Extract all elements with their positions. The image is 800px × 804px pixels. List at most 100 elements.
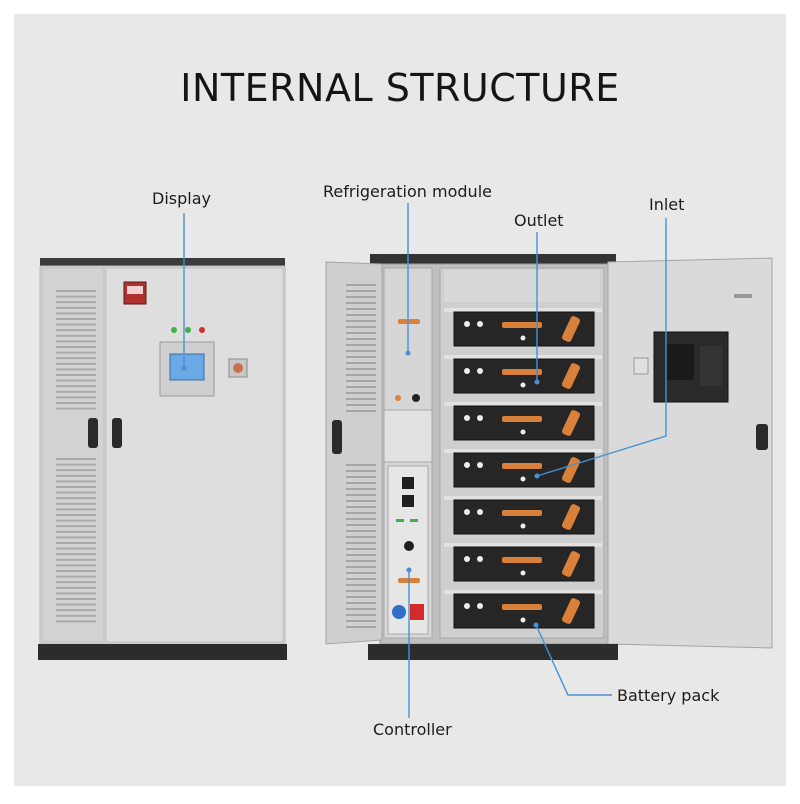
- terminal-left: [464, 368, 470, 374]
- terminal-left: [464, 462, 470, 468]
- vent-slot: [346, 584, 376, 586]
- vent-slot: [346, 302, 376, 304]
- indicator-red: [199, 327, 205, 333]
- vent-slot: [346, 320, 376, 322]
- vent-slot: [56, 469, 96, 472]
- battery-handle: [502, 557, 542, 563]
- open-door-vents: [346, 284, 376, 628]
- controller-led-1: [396, 519, 404, 522]
- shelf: [444, 543, 602, 547]
- controller-dot: [406, 567, 412, 573]
- vent-slot: [56, 519, 96, 522]
- vent-slot: [346, 500, 376, 502]
- vent-slot: [56, 542, 96, 544]
- inlet-controller-wiring: [700, 346, 722, 386]
- vent-slot: [56, 592, 96, 595]
- vent-slot: [346, 410, 376, 412]
- vent-slot: [346, 572, 376, 574]
- battery-cable: [561, 363, 581, 389]
- display-screen: [169, 353, 205, 381]
- vent-slot: [56, 547, 96, 550]
- vent-slot: [56, 553, 96, 556]
- shelf: [444, 590, 602, 594]
- open-right-door: [607, 257, 773, 649]
- vent-slot: [56, 598, 96, 600]
- refrigeration-dot: [405, 350, 411, 356]
- controller-panel: [383, 409, 433, 463]
- shelf: [444, 496, 602, 500]
- terminal-left: [464, 321, 470, 327]
- door-handle-right: [112, 418, 122, 448]
- vent-slot: [56, 525, 96, 528]
- vent-slot: [346, 368, 376, 370]
- cabinet-base: [38, 644, 287, 660]
- vent-slot: [56, 586, 96, 589]
- terminal-left: [464, 415, 470, 421]
- open-cabinet-base: [368, 644, 618, 660]
- battery-cable: [561, 551, 581, 577]
- terminal-right: [477, 556, 483, 562]
- vent-slot: [346, 542, 376, 544]
- battery-pack-leader: [535, 624, 612, 696]
- label-inlet: Inlet: [649, 195, 685, 214]
- vent-slot: [56, 480, 96, 483]
- battery-cable: [561, 504, 581, 530]
- vent-slot: [346, 530, 376, 532]
- battery-pack-dot: [533, 622, 539, 628]
- inlet-controller-inner: [666, 344, 694, 380]
- terminal-left: [464, 603, 470, 609]
- vent-slot: [56, 603, 96, 606]
- terminal-left: [464, 509, 470, 515]
- vent-slot: [346, 344, 376, 346]
- open-right-door-handle: [756, 424, 768, 450]
- terminal-right: [477, 603, 483, 609]
- vent-slot: [346, 626, 376, 628]
- vent-slot: [56, 379, 96, 382]
- display-dot: [181, 365, 187, 371]
- vent-slot: [346, 284, 376, 286]
- label-outlet: Outlet: [514, 211, 564, 230]
- vent-slot: [56, 385, 96, 388]
- battery-bay-top: [444, 270, 600, 302]
- vent-slot: [346, 374, 376, 376]
- controller-blue-button: [392, 605, 406, 619]
- vent-slot: [346, 590, 376, 592]
- vent-slot: [346, 548, 376, 550]
- vent-slot: [56, 357, 96, 360]
- vent-slot: [346, 350, 376, 352]
- battery-handle: [502, 604, 542, 610]
- vent-slot: [56, 402, 96, 404]
- vent-slot: [346, 578, 376, 580]
- vent-slot: [56, 306, 96, 309]
- open-cabinet-top: [370, 254, 616, 264]
- inlet-connector: [633, 357, 649, 375]
- warning-label-inner: [127, 286, 143, 294]
- vent-slot: [346, 314, 376, 316]
- vent-slot: [56, 312, 96, 315]
- open-left-door-handle: [332, 420, 342, 454]
- vent-slot: [346, 554, 376, 556]
- vent-slot: [346, 620, 376, 622]
- cabinet-top-cap: [40, 258, 285, 266]
- battery-cable: [561, 410, 581, 436]
- vent-slot: [56, 463, 96, 466]
- label-display: Display: [152, 189, 211, 208]
- door-handle-left: [88, 418, 98, 448]
- outlet-dot: [534, 379, 540, 385]
- terminal-right: [477, 509, 483, 515]
- vent-slot: [56, 407, 96, 410]
- vent-slot: [346, 560, 376, 562]
- terminal-right: [477, 415, 483, 421]
- battery-rack: [444, 308, 602, 629]
- vent-slot: [56, 536, 96, 539]
- vent-slot: [346, 296, 376, 298]
- vent-slot: [56, 368, 96, 371]
- vent-slot: [56, 474, 96, 477]
- vent-slot: [346, 494, 376, 496]
- vent-slot: [346, 326, 376, 328]
- battery-handle: [502, 416, 542, 422]
- refrigeration-handle: [398, 319, 420, 324]
- vent-slot: [346, 470, 376, 472]
- emergency-button: [233, 363, 243, 373]
